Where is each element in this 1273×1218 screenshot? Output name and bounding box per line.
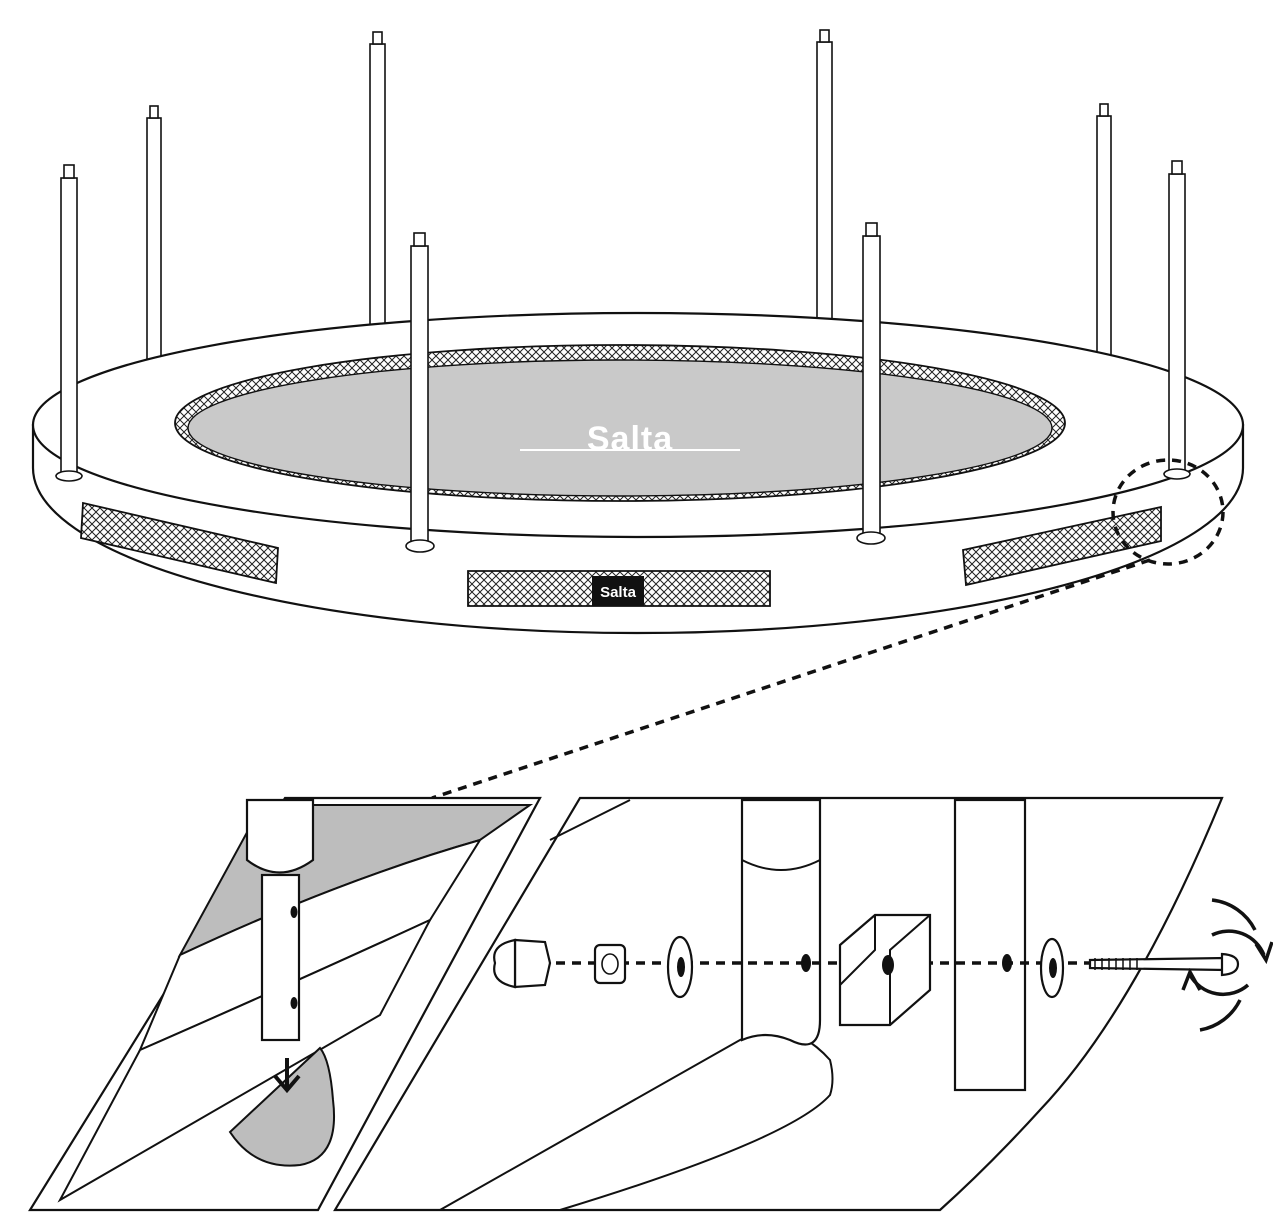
callout-leader <box>431 558 1151 800</box>
front-poles <box>55 160 1191 553</box>
pad-logo: Salta <box>600 584 637 601</box>
cap-nut <box>493 938 552 989</box>
jumping-mat <box>187 359 1053 497</box>
arrow-down-icon <box>273 1058 301 1094</box>
washer <box>1039 937 1065 999</box>
rotate-icon <box>1181 898 1273 1032</box>
pad-logo-badge <box>592 576 644 606</box>
lock-nut <box>593 943 627 985</box>
bolt <box>1088 952 1240 977</box>
pole-insertion-detail <box>28 796 542 1212</box>
detail-callout <box>1111 458 1225 566</box>
back-poles <box>146 29 1112 369</box>
washer <box>666 935 694 999</box>
trampoline: Salta Salta <box>31 29 1245 635</box>
bolt-assembly-detail <box>333 796 1273 1212</box>
mat-logo: Salta <box>587 420 673 458</box>
pole-clamp <box>838 913 932 1027</box>
side-pads: Salta <box>80 501 1162 607</box>
